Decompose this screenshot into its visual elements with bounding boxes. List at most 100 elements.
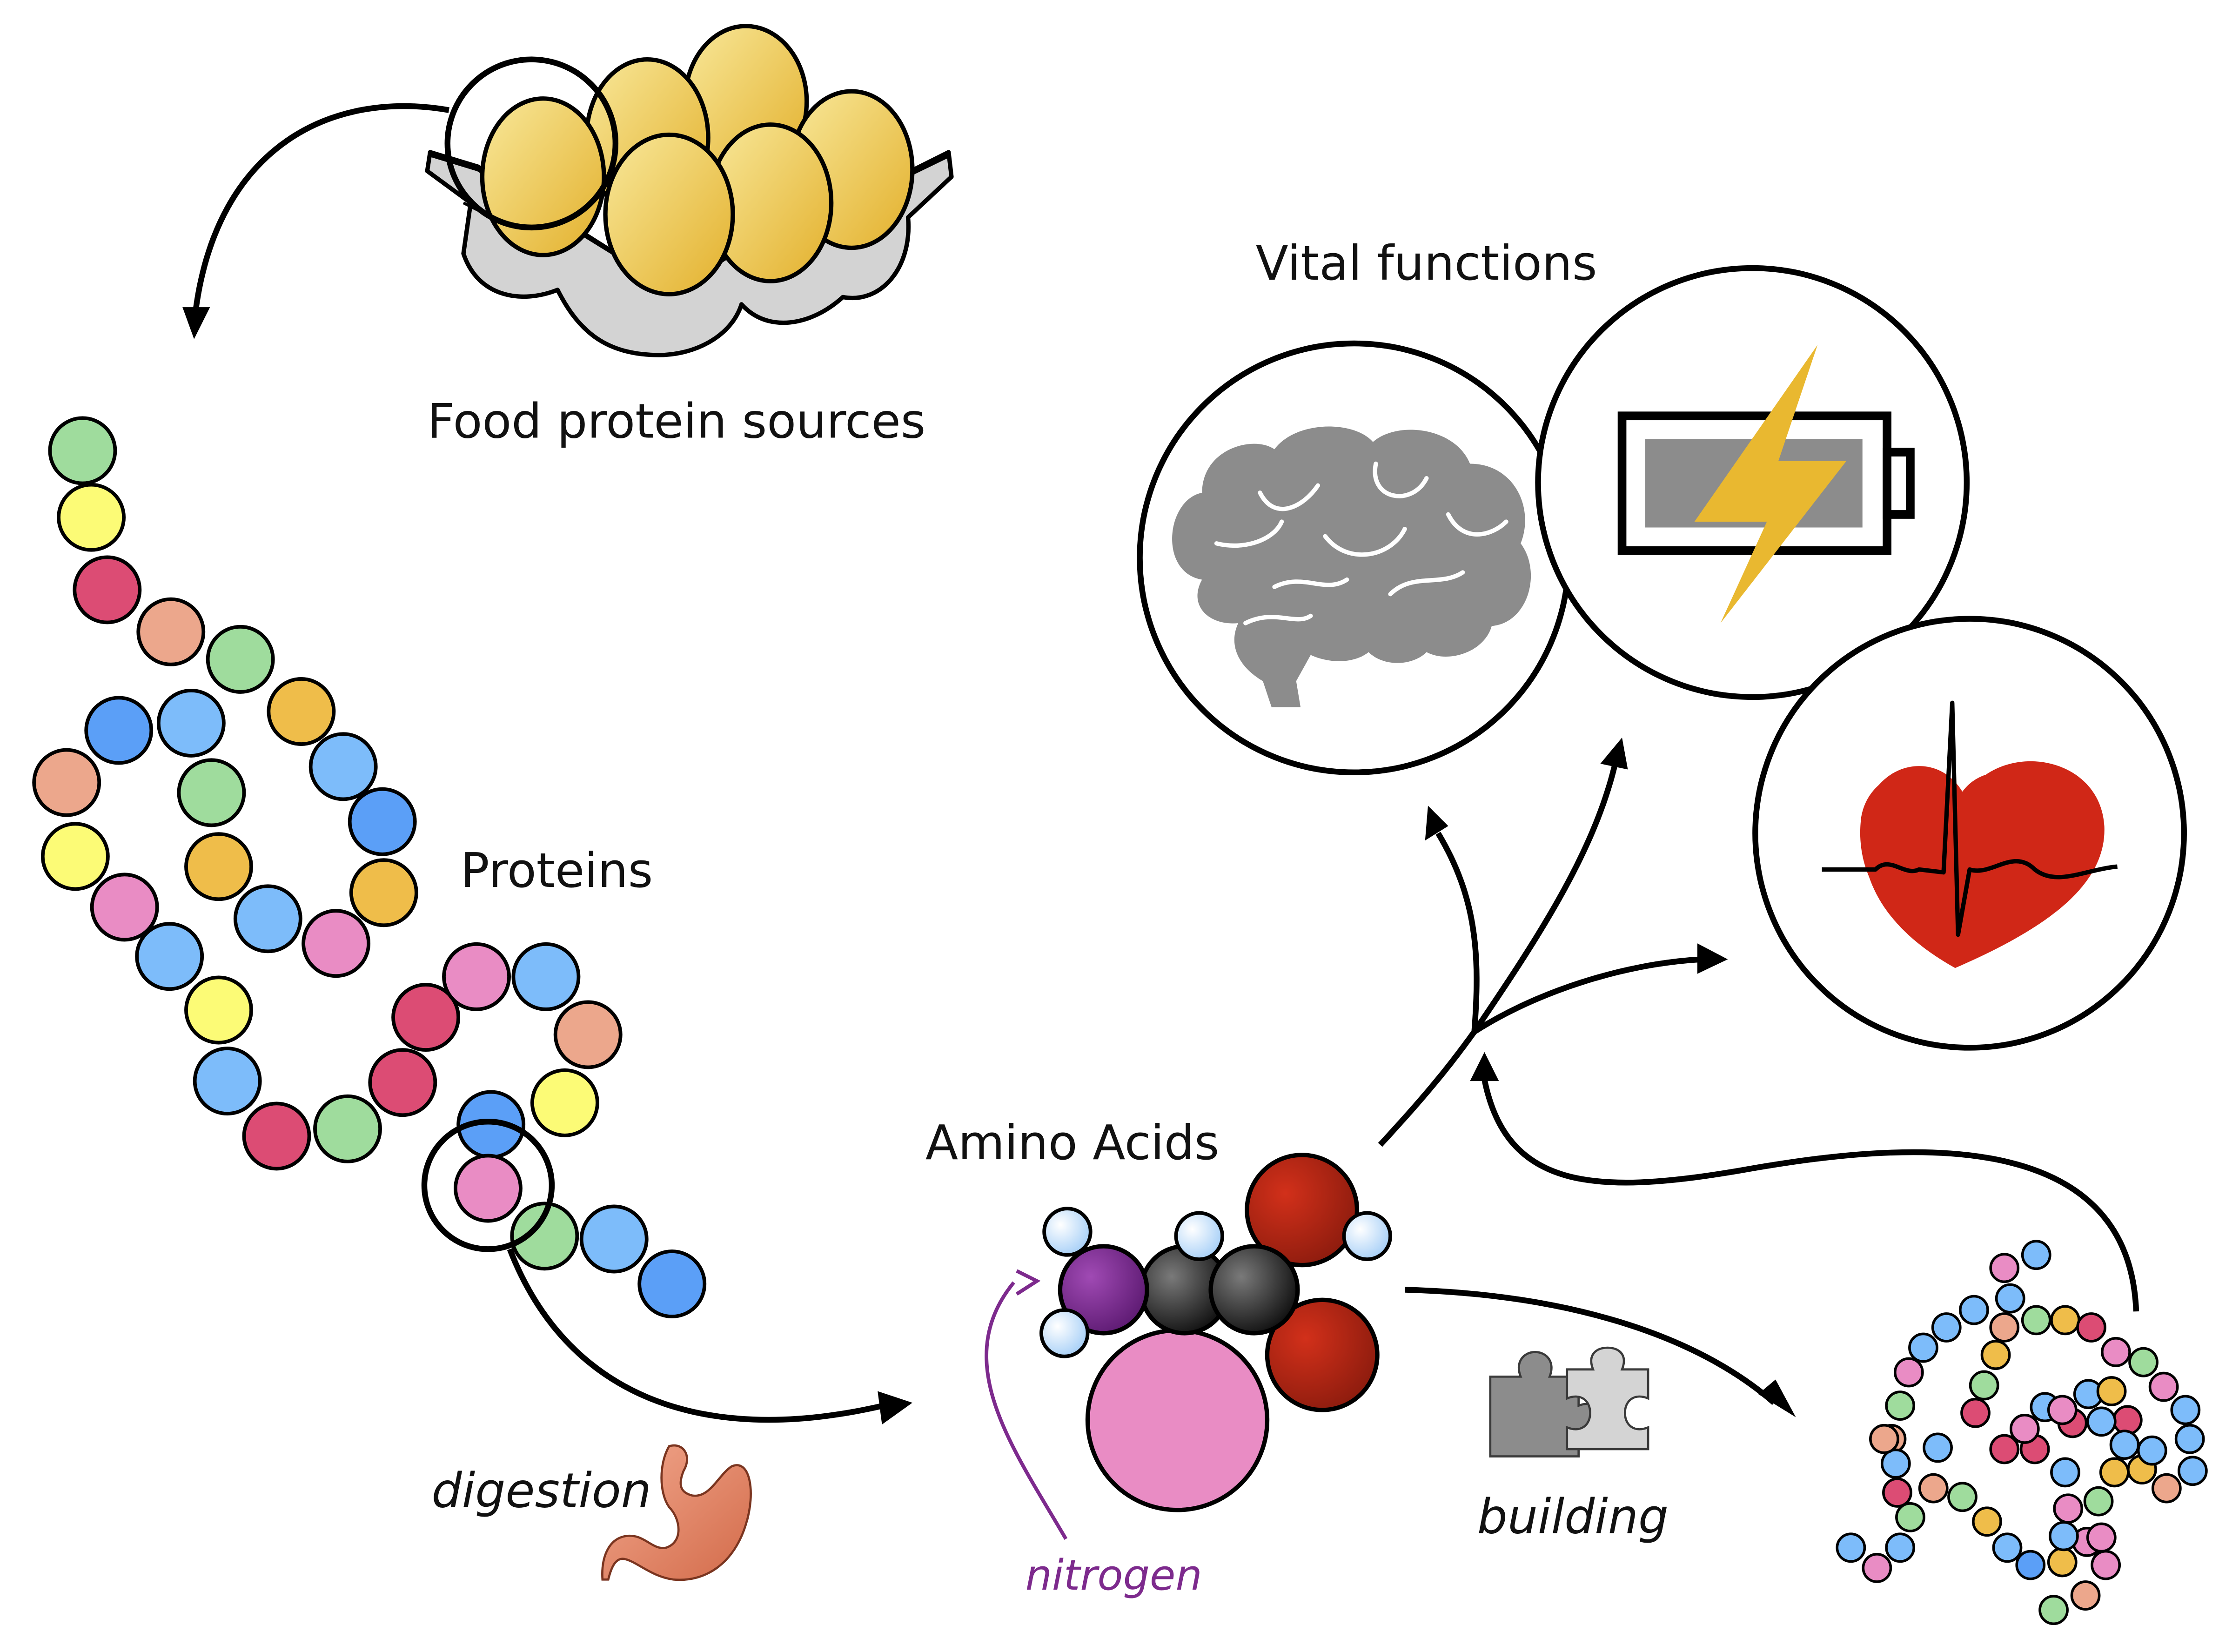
- amino-acid-bead: [2086, 1406, 2117, 1437]
- amino-acid-bead: [511, 942, 581, 1011]
- built-protein-chain: [1836, 1240, 2208, 1625]
- amino-acid-bead: [1880, 1448, 1911, 1479]
- amino-acid-bead: [2021, 1305, 2051, 1336]
- label-nitrogen: nitrogen: [1026, 1551, 1202, 1600]
- amino-acid-bead: [1885, 1390, 1916, 1421]
- arrow-building: [1405, 1287, 1776, 1405]
- amino-acid-bead: [368, 1048, 437, 1117]
- amino-acid-bead: [313, 1094, 382, 1163]
- amino-acid-bead: [1893, 1357, 1924, 1388]
- amino-acid-bead: [2152, 1473, 2182, 1504]
- amino-acid-bead: [90, 873, 159, 942]
- amino-acid-bead: [530, 1068, 599, 1137]
- amino-acid-bead: [1836, 1532, 1866, 1563]
- arrow-food-to-proteins: [193, 103, 449, 312]
- amino-acid-bead: [2076, 1312, 2106, 1343]
- arrow-branch-battery: [1472, 764, 1618, 1034]
- amino-acid-bead: [184, 975, 253, 1045]
- amino-acid-bead: [1895, 1502, 1925, 1532]
- amino-acid-bead: [193, 1047, 262, 1116]
- lightning-bolt-icon: [1694, 345, 1847, 624]
- amino-acid-bead: [553, 1000, 623, 1069]
- amino-acid-bead: [1869, 1424, 1899, 1454]
- amino-acid-bead: [2178, 1456, 2208, 1486]
- amino-acid-bead: [2049, 1521, 2079, 1551]
- amino-acid-bead: [32, 748, 101, 817]
- amino-acid-bead: [391, 983, 461, 1052]
- amino-acid-bead: [1918, 1473, 1949, 1504]
- amino-acid-bead: [135, 922, 204, 991]
- amino-acid-bead: [1969, 1370, 1999, 1401]
- amino-acid-bead: [454, 1154, 523, 1223]
- amino-acid-bead: [1989, 1312, 2020, 1343]
- amino-acid-bead: [2099, 1457, 2130, 1488]
- amino-acid-bead: [579, 1204, 649, 1274]
- arrow-amino-to-functions: [1378, 1030, 1477, 1147]
- amino-acid-bead: [2050, 1305, 2080, 1336]
- amino-acid-bead: [2137, 1435, 2167, 1466]
- stomach-icon: [601, 1444, 752, 1581]
- arrow-chain-to-functions: [1481, 1079, 2139, 1312]
- amino-acid-bead: [1960, 1397, 1991, 1428]
- amino-acid-bead: [349, 858, 418, 927]
- arrow-digestion: [507, 1248, 885, 1423]
- highlight-circle: [421, 1119, 555, 1252]
- amino-acid-bead: [1972, 1506, 2002, 1537]
- arrow-branch-heart: [1473, 956, 1702, 1034]
- amino-acid-bead: [1931, 1312, 1962, 1343]
- arrowhead: [1015, 1269, 1041, 1296]
- amino-acid-bead: [1882, 1477, 1912, 1508]
- protein-chain: [32, 416, 707, 1318]
- arrowhead: [1697, 943, 1728, 974]
- amino-acid-bead: [84, 696, 154, 765]
- amino-acid-bead: [57, 483, 126, 552]
- amino-acid-bead: [1947, 1482, 1978, 1512]
- label-amino-acids: Amino Acids: [925, 1115, 1220, 1171]
- label-proteins: Proteins: [461, 843, 653, 899]
- heart-icon: [1822, 700, 2118, 968]
- egg: [603, 132, 735, 296]
- arrow-nitrogen: [985, 1281, 1068, 1540]
- amino-acid-bead: [2174, 1424, 2205, 1454]
- amino-acid-bead: [1992, 1532, 2023, 1563]
- amino-acid-bead: [442, 942, 511, 1011]
- amino-acid-bead: [348, 787, 417, 856]
- molecule-icon: [1039, 1153, 1392, 1512]
- amino-acid-bead: [2009, 1414, 2040, 1444]
- amino-acid-bead: [136, 597, 206, 666]
- arrow-branch-brain: [1435, 832, 1480, 1032]
- amino-acid-bead: [177, 758, 246, 827]
- amino-acid-bead: [156, 688, 226, 758]
- amino-acid-bead: [233, 884, 302, 954]
- amino-acid-bead: [48, 416, 117, 485]
- label-building: building: [1477, 1490, 1669, 1545]
- amino-acid-bead: [2112, 1405, 2143, 1436]
- amino-acid-bead: [1885, 1532, 1916, 1563]
- arrowhead: [1470, 1052, 1499, 1081]
- highlight-circle: [444, 56, 619, 231]
- amino-acid-bead: [2096, 1376, 2127, 1406]
- amino-acid-bead: [1908, 1332, 1938, 1363]
- amino-acid-bead: [267, 677, 336, 746]
- brain-icon: [1172, 426, 1531, 707]
- amino-acid-bead: [510, 1202, 579, 1271]
- amino-acid-bead: [73, 555, 142, 625]
- amino-acid-bead: [206, 625, 275, 694]
- arrowhead: [1758, 1379, 1796, 1417]
- amino-acid-bead: [2021, 1240, 2051, 1270]
- amino-acid-bead: [2050, 1457, 2080, 1488]
- amino-acid-bead: [2101, 1337, 2131, 1367]
- arrowhead: [1600, 738, 1628, 770]
- arrowhead: [182, 307, 210, 339]
- amino-acid-bead: [1995, 1283, 2025, 1314]
- amino-acid-bead: [308, 732, 378, 801]
- label-digestion: digestion: [432, 1464, 651, 1519]
- arrowhead: [1425, 806, 1448, 841]
- amino-acid-bead: [2109, 1430, 2140, 1460]
- label-vital-functions: Vital functions: [1256, 236, 1597, 291]
- egg: [480, 96, 606, 257]
- amino-acid-bead: [1862, 1553, 1892, 1583]
- amino-acid-bead: [2015, 1550, 2046, 1580]
- label-food-protein-sources: Food protein sources: [427, 394, 925, 449]
